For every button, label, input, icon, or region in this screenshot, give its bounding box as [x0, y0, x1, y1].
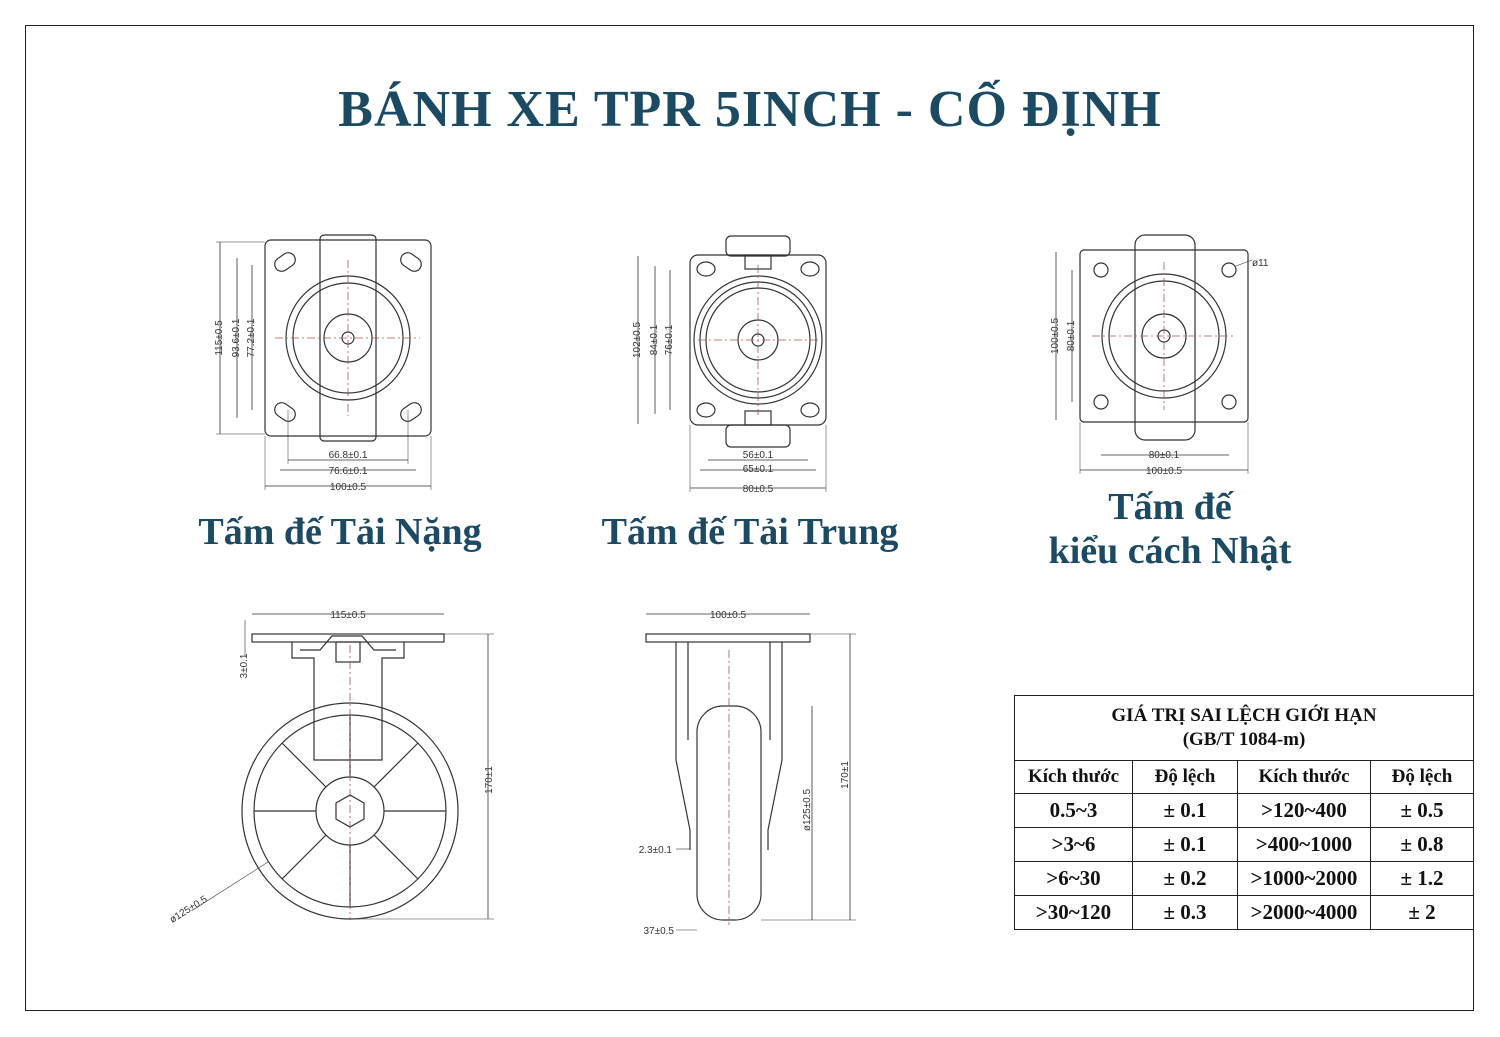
side-view [195, 613, 494, 920]
header-size-1: Kích thước [1014, 760, 1133, 794]
table-cell: >3~6 [1014, 827, 1133, 862]
page-title: BÁNH XE TPR 5INCH - CỐ ĐỊNH [338, 81, 1162, 138]
dim-front-height: 170±1 [840, 761, 851, 789]
dim-heavy-w1: 66.8±0.1 [329, 450, 368, 461]
dim-front-wheel-diameter: ø125±0.5 [802, 788, 813, 831]
tolerance-table-title: GIÁ TRỊ SAI LỆCH GIỚI HẠN (GB/T 1084-m) [1014, 695, 1474, 761]
drawing-frame [25, 25, 1474, 1011]
dim-medium-w3: 80±0.5 [743, 484, 774, 495]
table-cell: ± 0.2 [1132, 861, 1238, 896]
dim-side-wheel-diameter: ø125±0.5 [168, 894, 210, 926]
dim-japanese-w1: 80±0.1 [1149, 450, 1180, 461]
tolerance-table: GIÁ TRỊ SAI LỆCH GIỚI HẠN (GB/T 1084-m) … [1014, 695, 1474, 930]
dim-medium-w2: 65±0.1 [743, 464, 774, 475]
dim-japanese-hole: ø11 [1252, 258, 1269, 269]
dim-heavy-h1: 115±0.5 [214, 320, 225, 356]
dimension-labels: 115±0.5 93.6±0.1 77.2±0.1 66.8±0.1 76.6±… [168, 258, 1269, 937]
dim-side-height: 170±1 [484, 766, 495, 794]
dim-japanese-w2: 100±0.5 [1146, 466, 1183, 477]
dim-medium-h3: 76±0.1 [664, 324, 675, 355]
table-cell: ± 0.5 [1370, 793, 1474, 828]
header-size-2: Kích thước [1237, 760, 1371, 794]
dim-japanese-h1: 100±0.5 [1050, 318, 1061, 355]
caption-heavy-plate: Tấm đế Tải Nặng [198, 511, 482, 553]
table-cell: >400~1000 [1237, 827, 1371, 862]
dim-heavy-h3: 77.2±0.1 [246, 318, 257, 357]
caption-japanese-plate: Tấm đế kiểu cách Nhật [1010, 485, 1330, 573]
dim-medium-w1: 56±0.1 [743, 450, 774, 461]
table-cell: ± 0.8 [1370, 827, 1474, 862]
table-row: 0.5~3 ± 0.1 >120~400 ± 0.5 [1014, 793, 1474, 828]
caption-japanese-line2: kiểu cách Nhật [1048, 530, 1292, 572]
dim-medium-h1: 102±0.5 [632, 322, 643, 359]
table-cell: >2000~4000 [1237, 895, 1371, 930]
table-row: >6~30 ± 0.2 >1000~2000 ± 1.2 [1014, 861, 1474, 896]
dim-side-plate-thickness: 3±0.1 [239, 653, 250, 678]
caption-medium-plate: Tấm đế Tải Trung [601, 511, 899, 553]
front-view [645, 613, 856, 931]
heavy-plate-view [216, 234, 432, 490]
table-cell: ± 0.3 [1132, 895, 1238, 930]
table-cell: >30~120 [1014, 895, 1133, 930]
dim-medium-h2: 84±0.1 [649, 324, 660, 355]
tolerance-title-line2: (GB/T 1084-m) [1182, 729, 1306, 750]
dim-side-top-width: 115±0.5 [330, 610, 366, 621]
table-cell: ± 2 [1370, 895, 1474, 930]
dim-front-bracket-thickness: 2.3±0.1 [639, 845, 673, 856]
table-cell: 0.5~3 [1014, 793, 1133, 828]
dim-heavy-w3: 100±0.5 [330, 482, 367, 493]
japanese-plate-view [1055, 234, 1253, 474]
header-deviation-2: Độ lệch [1370, 760, 1474, 794]
header-deviation-1: Độ lệch [1132, 760, 1238, 794]
table-cell: >120~400 [1237, 793, 1371, 828]
tolerance-title-line1: GIÁ TRỊ SAI LỆCH GIỚI HẠN [1111, 705, 1377, 726]
table-row: >3~6 ± 0.1 >400~1000 ± 0.8 [1014, 827, 1474, 862]
table-cell: ± 0.1 [1132, 793, 1238, 828]
table-cell: >1000~2000 [1237, 861, 1371, 896]
table-cell: >6~30 [1014, 861, 1133, 896]
dim-heavy-w2: 76.6±0.1 [329, 466, 368, 477]
dim-japanese-h2: 80±0.1 [1066, 320, 1077, 351]
table-cell: ± 1.2 [1370, 861, 1474, 896]
table-cell: ± 0.1 [1132, 827, 1238, 862]
caption-japanese-line1: Tấm đế [1108, 486, 1232, 528]
dim-heavy-h2: 93.6±0.1 [231, 318, 242, 357]
tolerance-header-row: Kích thước Độ lệch Kích thước Độ lệch [1014, 760, 1474, 794]
dim-front-wheel-width: 37±0.5 [643, 926, 674, 937]
medium-plate-view [637, 235, 827, 492]
dim-front-top-width: 100±0.5 [710, 610, 747, 621]
table-row: >30~120 ± 0.3 >2000~4000 ± 2 [1014, 895, 1474, 930]
